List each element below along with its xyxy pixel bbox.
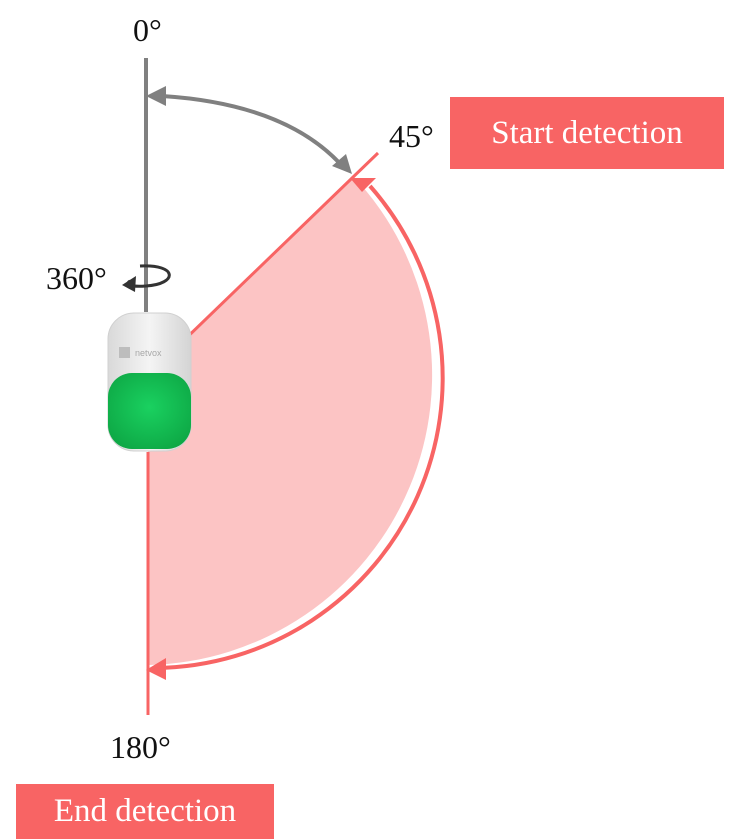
detection-sweep-arc [154, 184, 445, 670]
detection-sector [148, 176, 433, 665]
end-detection-tag: End detection [16, 784, 274, 839]
device-brand: netvox [135, 348, 162, 358]
sweep-arrow-start [350, 178, 376, 192]
angle-label-180: 180° [110, 729, 171, 765]
device-button [108, 373, 191, 449]
zero-to-45-arc [161, 94, 346, 170]
rotation-arrowhead [122, 276, 136, 292]
netvox-device: netvox [107, 312, 192, 452]
angle-label-0: 0° [133, 12, 162, 48]
angle-label-45: 45° [389, 118, 434, 154]
start-detection-tag: Start detection [450, 97, 724, 169]
arc-arrow-right [332, 154, 352, 174]
device-logo-icon [119, 347, 130, 358]
sweep-arrow-end [146, 658, 166, 680]
angle-label-360: 360° [46, 260, 107, 296]
arc-arrow-left [146, 86, 166, 106]
